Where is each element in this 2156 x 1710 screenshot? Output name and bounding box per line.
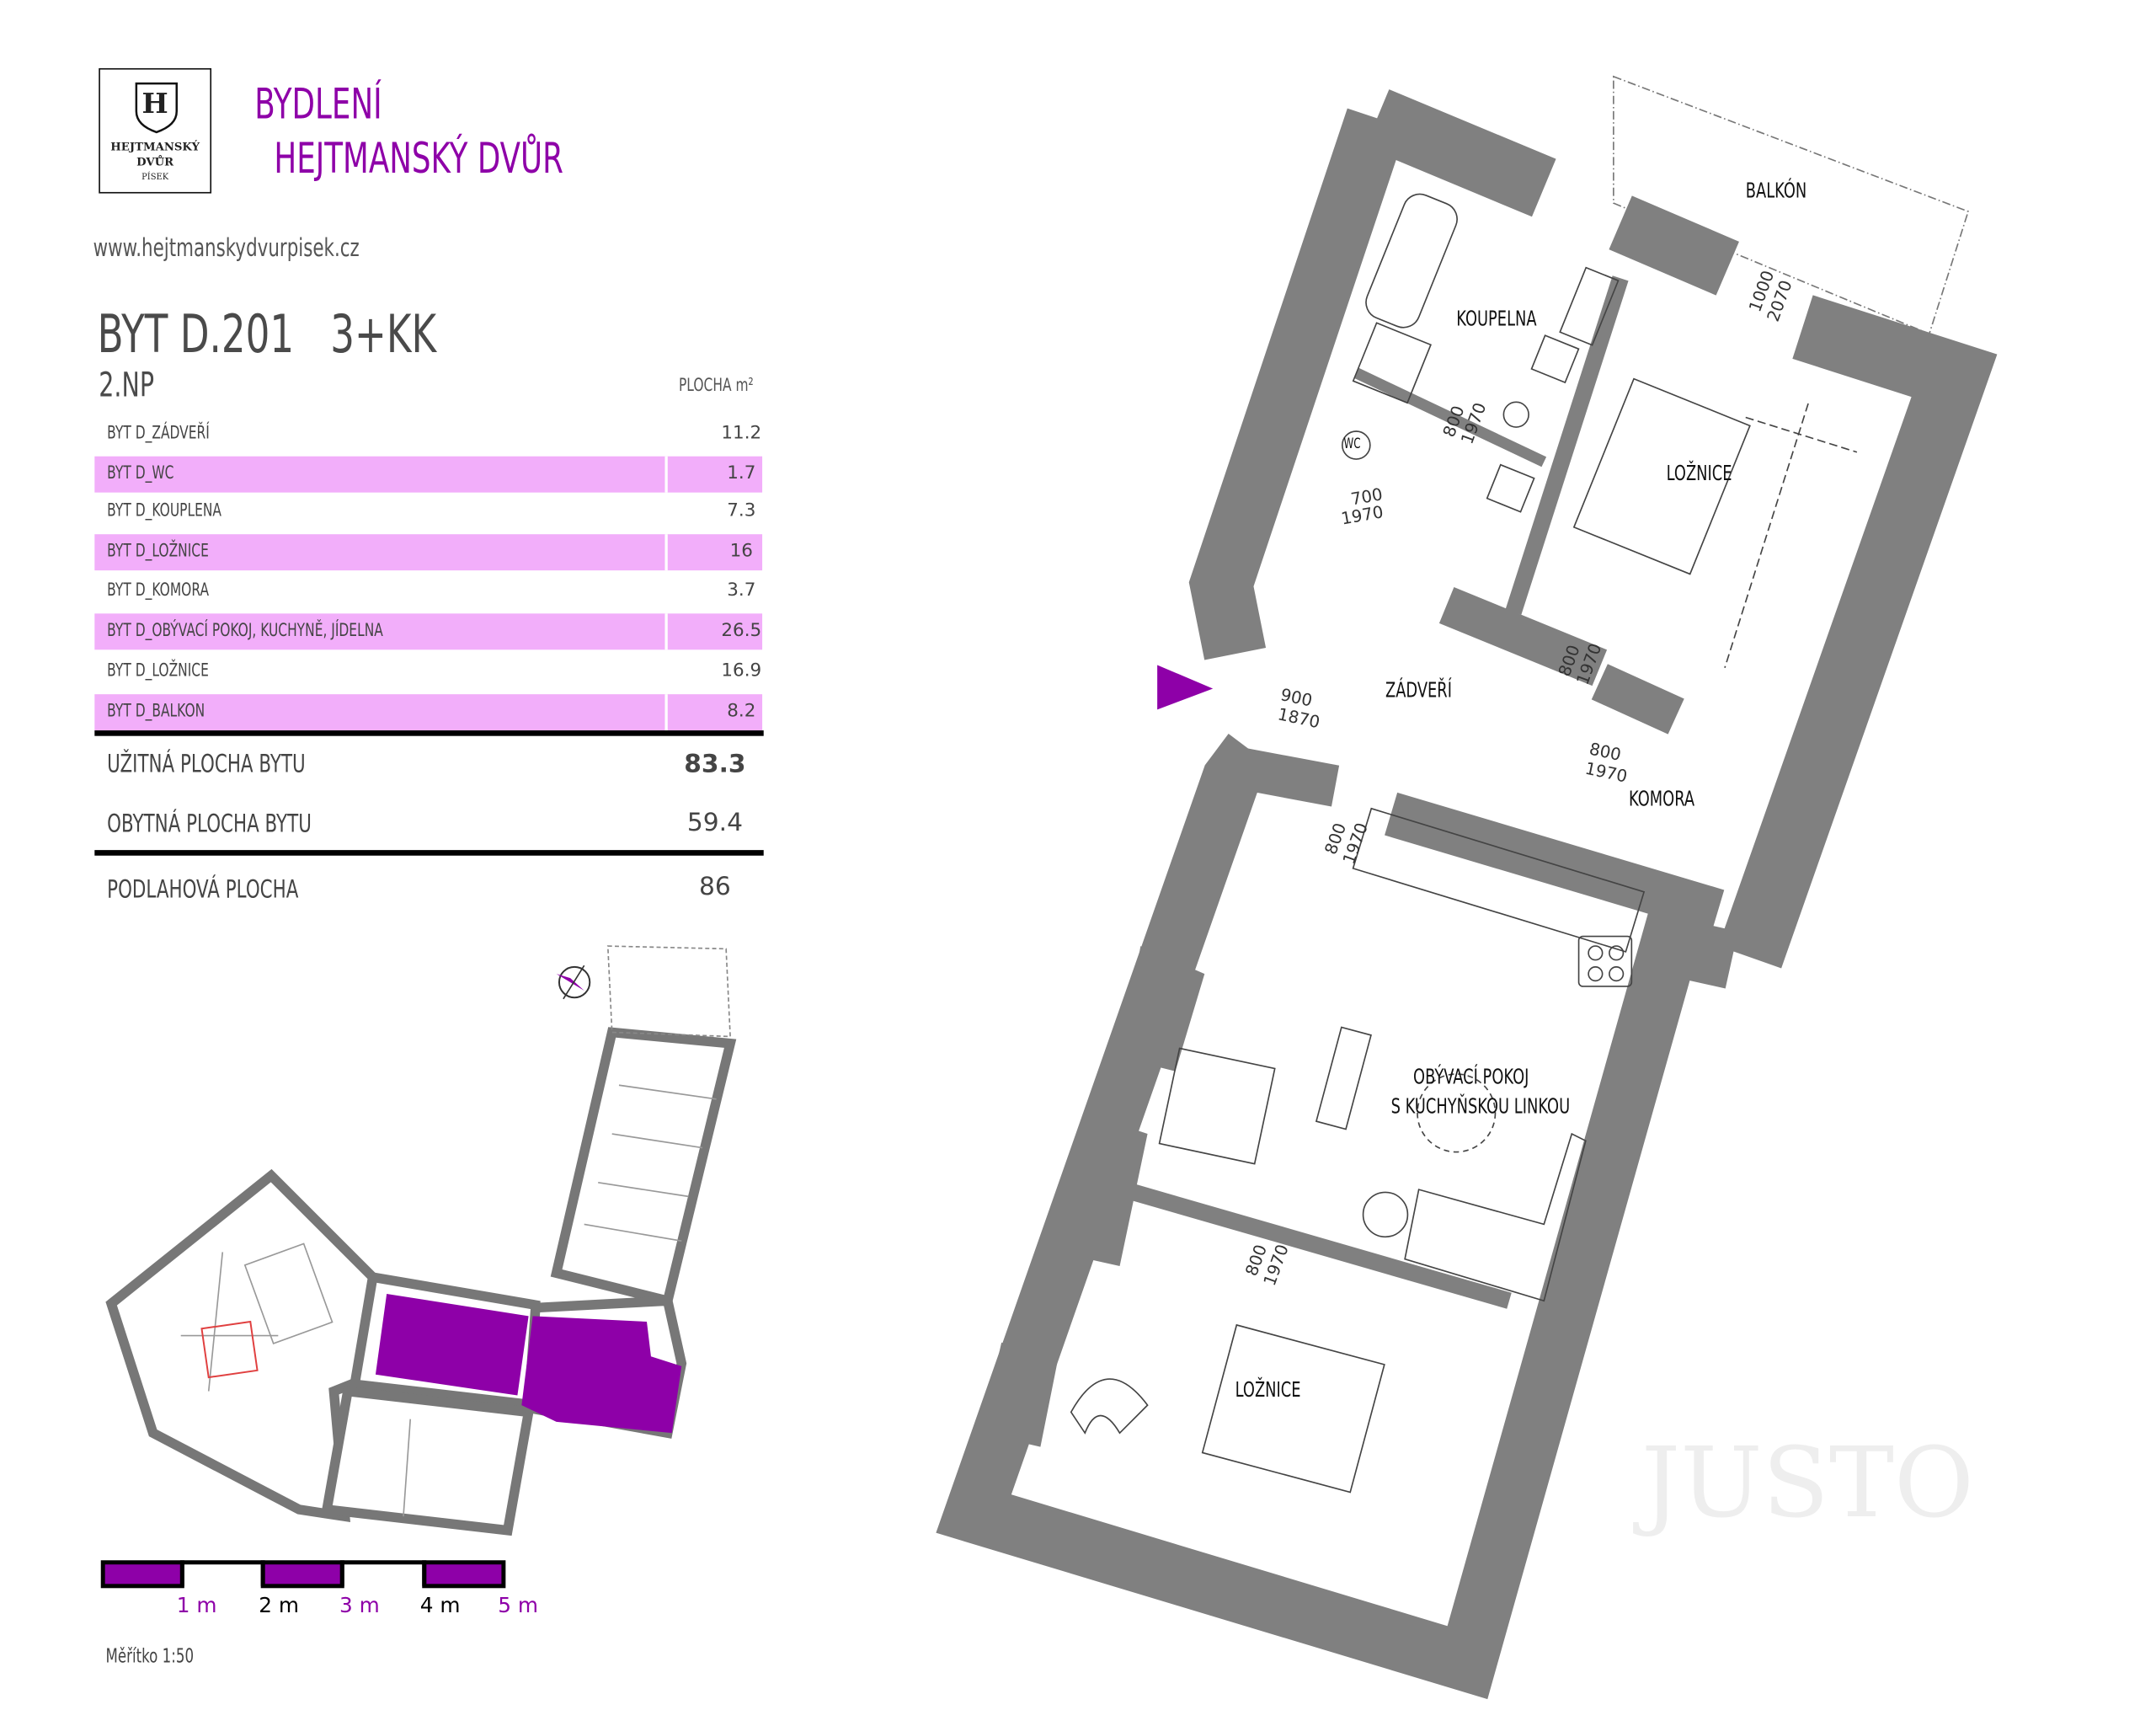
cooktop-icon (1577, 935, 1633, 987)
room-area: 8.2 (727, 701, 756, 723)
room-label-storage: KOMORA (1629, 786, 1695, 811)
bathtub-icon (1365, 193, 1458, 329)
key-plan-interior (180, 1084, 717, 1517)
room-area: 26.5 (721, 620, 762, 642)
svg-text:1870: 1870 (1276, 704, 1321, 732)
room-area: 16 (729, 541, 753, 563)
table-row: BYT D_BALKON 8.2 (94, 694, 763, 731)
scale-label: 2 m (259, 1593, 299, 1618)
room-name: BYT D_KOMORA (107, 580, 210, 601)
washer-icon (1530, 334, 1580, 384)
floor-label: 2.NP (99, 366, 155, 405)
table-row: BYT D_OBÝVACÍ POKOJ, KUCHYNĚ, JÍDELNA 26.… (94, 613, 763, 650)
toilet-icon (1502, 401, 1529, 428)
shield-icon (135, 82, 178, 134)
room-label-bedroom: LOŽNICE (1666, 460, 1732, 486)
living-area-label: OBYTNÁ PLOCHA BYTU (107, 810, 312, 839)
kitchen-counter (1352, 807, 1646, 953)
table-row: BYT D_WC 1.7 (94, 456, 763, 493)
room-name: BYT D_LOŽNICE (107, 541, 209, 563)
fixtures (1070, 193, 1858, 1494)
dryer-icon (1486, 463, 1535, 513)
room-area: 7.3 (727, 500, 756, 522)
scale-label: 4 m (419, 1593, 461, 1618)
living-area-value: 59.4 (686, 808, 744, 838)
room-area: 3.7 (727, 580, 756, 601)
room-label-bedroom: LOŽNICE (1235, 1377, 1301, 1403)
room-label-hall: ZÁDVEŘÍ (1385, 677, 1452, 703)
logo-letter: H (141, 86, 168, 120)
floor-area-value: 86 (699, 872, 731, 902)
website-link[interactable]: www.hejtmanskydvurpisek.cz (93, 233, 360, 264)
north-arrow-icon (556, 965, 591, 1000)
table-row: BYT D_LOŽNICE 16 (94, 534, 763, 571)
usable-area-label: UŽITNÁ PLOCHA BYTU (107, 750, 306, 779)
room-name: BYT D_ZÁDVEŘÍ (107, 423, 210, 444)
room-name: BYT D_BALKON (107, 701, 205, 723)
room-area: 11.2 (721, 423, 762, 444)
room-label-bathroom: KOUPELNA (1456, 306, 1537, 332)
room-name: BYT D_OBÝVACÍ POKOJ, KUCHYNĚ, JÍDELNA (107, 620, 383, 642)
wall-piers (980, 946, 1205, 1447)
logo: H HEJTMANSKÝ DVŮR PÍSEK (99, 67, 212, 194)
bed-icon (1201, 1323, 1385, 1494)
scale-label: 1 m (176, 1593, 217, 1618)
logo-line1: HEJTMANSKÝ (110, 139, 200, 153)
key-plan-stair (200, 1320, 259, 1379)
usable-area-value: 83.3 (684, 750, 746, 779)
watermark: JUSTO (1633, 1427, 1974, 1540)
toilet-icon (1341, 430, 1371, 460)
room-name: BYT D_WC (107, 462, 174, 484)
walls (936, 89, 1998, 1700)
table-row: BYT D_ZÁDVEŘÍ 11.2 (94, 416, 762, 452)
tv-icon (1315, 1026, 1372, 1130)
logo-line2: DVŮR (136, 154, 174, 168)
divider (94, 730, 764, 736)
dining-table-icon (1158, 1047, 1276, 1165)
sofa-icon (1404, 1132, 1587, 1302)
svg-text:1970: 1970 (1583, 759, 1629, 787)
scale-label: 3 m (339, 1593, 380, 1618)
room-label-balcony: BALKÓN (1745, 178, 1807, 204)
room-label-wc: WC (1343, 436, 1361, 452)
room-name: BYT D_LOŽNICE (107, 660, 209, 682)
scale-label: 5 m (498, 1593, 539, 1618)
room-label-living: OBÝVACÍ POKOJ (1413, 1064, 1529, 1090)
divider (94, 850, 764, 856)
table-row: BYT D_KOMORA 3.7 (94, 573, 762, 609)
area-header: PLOCHA m² (678, 375, 754, 397)
unit-title: BYT D.201 3+KK (97, 303, 437, 365)
floor-area-label: PODLAHOVÁ PLOCHA (107, 874, 299, 905)
table-row: BYT D_KOUPLENA 7.3 (94, 494, 762, 530)
logo-line3: PÍSEK (141, 172, 169, 183)
scale-segment (100, 1560, 184, 1589)
shower-icon (1352, 322, 1432, 404)
sink-icon (1559, 266, 1620, 346)
armchair-icon (1070, 1378, 1149, 1435)
bed-icon (1572, 377, 1751, 575)
svg-text:1970: 1970 (1340, 502, 1385, 528)
room-area: 16.9 (721, 660, 762, 682)
coffee-table-icon (1362, 1191, 1409, 1238)
key-plan-balcony (606, 945, 731, 1038)
table-row: BYT D_LOŽNICE 16.9 (94, 654, 762, 690)
key-plan-highlight (375, 1293, 682, 1434)
scale-caption: Měřítko 1:50 (105, 1645, 195, 1669)
room-name: BYT D_KOUPLENA (107, 500, 221, 522)
room-area: 1.7 (727, 462, 756, 484)
entrance-arrow-icon (1157, 665, 1214, 710)
room-label-living-kitchen: S KUCHYŇSKOU LINKOU (1390, 1093, 1571, 1119)
brand-line2: HEJTMANSKÝ DVŮR (274, 135, 563, 184)
brand-line1: BYDLENÍ (254, 80, 382, 130)
